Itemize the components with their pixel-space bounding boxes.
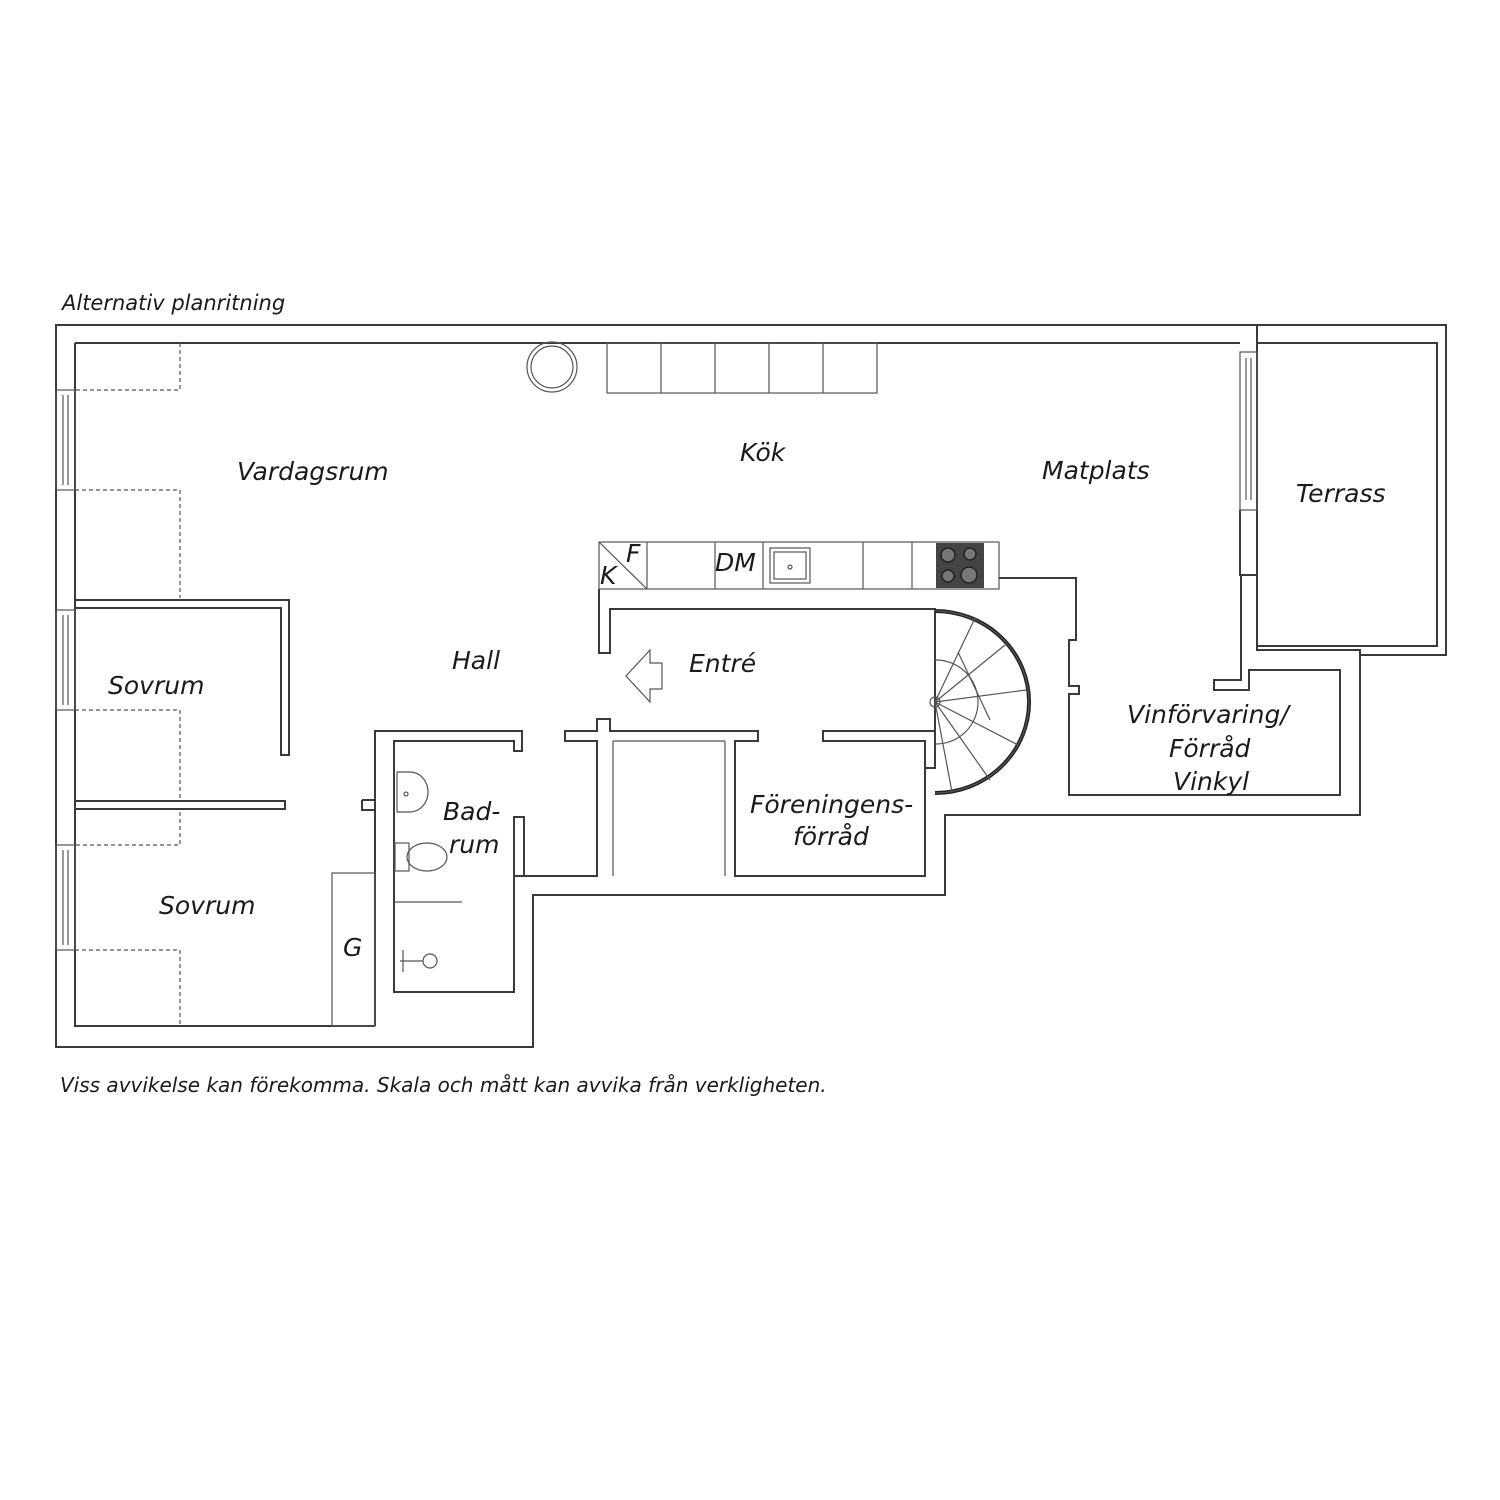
- stove-icon: [936, 543, 984, 588]
- room-badrum-line2: rum: [449, 830, 499, 859]
- room-kok: Kök: [740, 438, 787, 467]
- wardrobe: [331, 872, 376, 1027]
- shower-icon: [400, 950, 438, 972]
- window-terrace: [1239, 351, 1258, 511]
- entry-arrow-icon: [625, 648, 663, 704]
- room-badrum-line1: Bad-: [443, 797, 500, 826]
- sloped-ceiling-lines: [75, 343, 181, 1026]
- kitchen-island: [598, 541, 1000, 590]
- room-foreningsforrad-line1: Föreningens-: [750, 790, 913, 819]
- room-terrass: Terrass: [1296, 479, 1386, 508]
- freezer-label: K: [600, 561, 619, 590]
- chimney-icon: [526, 341, 578, 393]
- toilet-icon: [394, 842, 448, 872]
- disclaimer-note: Viss avvikelse kan förekomma. Skala och …: [60, 1073, 827, 1097]
- room-sovrum-2: Sovrum: [159, 891, 255, 920]
- outer-wall: [55, 324, 1361, 1048]
- wardrobe-label: G: [343, 933, 362, 962]
- inner-wall: [74, 342, 1240, 1027]
- window-left-1: [55, 389, 76, 491]
- bathroom-walls: [374, 718, 936, 1026]
- kitchen-sink-icon: [769, 547, 811, 584]
- room-sovrum-1: Sovrum: [108, 671, 204, 700]
- room-hall: Hall: [452, 646, 500, 675]
- room-vardagsrum: Vardagsrum: [237, 457, 389, 486]
- room-vinforvaring-line1: Vinförvaring/: [1127, 700, 1291, 729]
- sink-icon: [396, 771, 429, 813]
- upper-cabinets: [606, 342, 878, 394]
- spiral-staircase: [929, 609, 1031, 795]
- dishwasher-label: DM: [715, 548, 756, 577]
- room-foreningsforrad-line2: förråd: [793, 822, 869, 851]
- room-vinforvaring-line3: Vinkyl: [1173, 767, 1249, 796]
- room-entre: Entré: [689, 649, 756, 678]
- plan-title: Alternativ planritning: [60, 291, 285, 315]
- window-left-2: [55, 609, 76, 711]
- fridge-label: F: [626, 539, 641, 568]
- room-vinforvaring-line2: Förråd: [1169, 734, 1251, 763]
- entrance-walls: [598, 574, 1341, 796]
- window-left-3: [55, 844, 76, 951]
- room-matplats: Matplats: [1042, 456, 1150, 485]
- bedroom-walls: [75, 599, 290, 810]
